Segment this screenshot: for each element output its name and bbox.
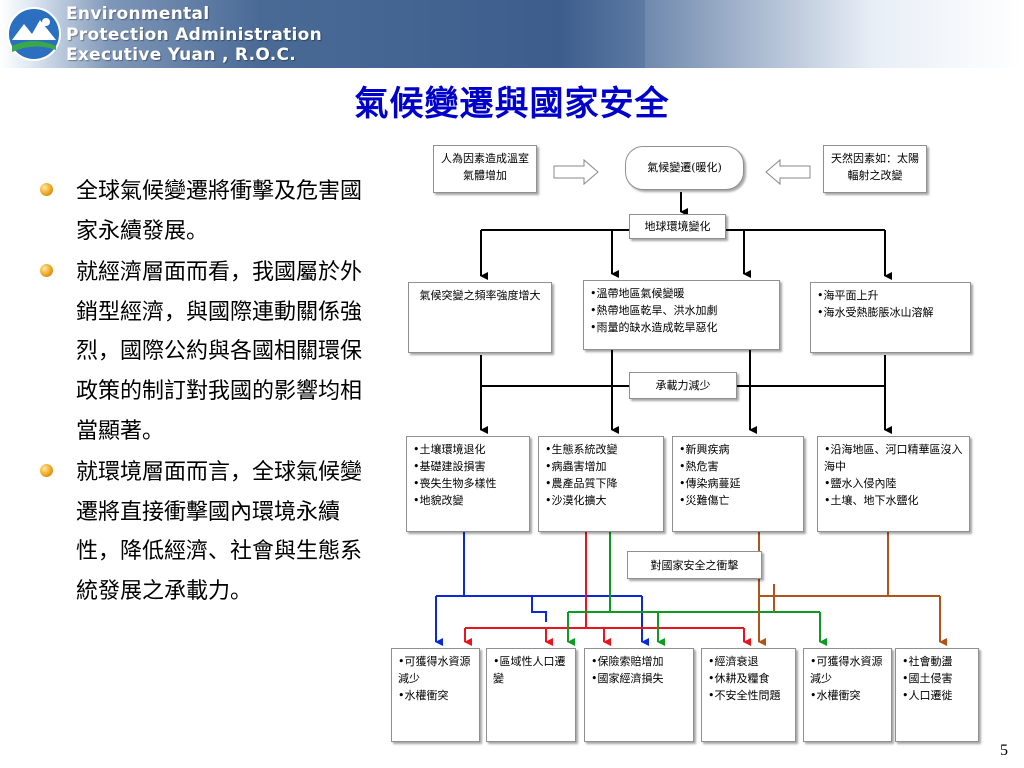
box-earth-environment-change: 地球環境變化: [629, 214, 726, 239]
box-item: •災難傷亡: [679, 494, 730, 507]
page-number: 5: [1000, 742, 1008, 759]
box-climate-change: 氣候變遷(暖化): [625, 146, 744, 190]
box-tier3-insurance: •保險索賠增加 •國家經濟損失: [584, 648, 694, 742]
bullet-list: 全球氣候變遷將衝擊及危害國家永續發展。 就經濟層面而看，我國屬於外銷型經濟，與國…: [40, 172, 370, 614]
box-item: •土壤、地下水鹽化: [824, 494, 919, 507]
box-item: •熱危害: [679, 460, 719, 473]
box-tier3-economy: •經濟衰退 •休耕及糧食 •不安全性問題: [701, 648, 796, 742]
box-human-factors: 人為因素造成溫室氣體增加: [433, 145, 537, 193]
bullet-item: 就經濟層面而看，我國屬於外銷型經濟，與國際連動關係強烈，國際公約與各國相關環保政…: [40, 253, 370, 451]
bullet-item: 就環境層面而言，全球氣候變遷將直接衝擊國內環境永續性，降低經濟、社會與生態系統發…: [40, 453, 370, 611]
header-fade: [645, 0, 1024, 68]
box-item: •病蟲害增加: [545, 460, 607, 473]
box-item: •國土侵害: [902, 672, 953, 685]
box-text: 氣候變遷(暖化): [647, 161, 722, 174]
box-text: 天然因素如：太陽輻射之改變: [831, 152, 919, 182]
box-text: 對國家安全之衝擊: [650, 559, 739, 572]
bullet-icon: [40, 464, 53, 478]
box-text: 人為因素造成溫室氣體增加: [441, 152, 529, 182]
box-item: •土壤環境退化: [413, 443, 486, 456]
box-item: •鹽水入侵內陸: [824, 477, 897, 490]
org-line-3: Executive Yuan , R.O.C.: [66, 45, 297, 65]
organization-name: Environmental Protection Administration …: [66, 4, 322, 66]
bullet-text: 就環境層面而言，全球氣候變遷將直接衝擊國內環境永續性，降低經濟、社會與生態系統發…: [76, 460, 363, 604]
hollow-arrow-left: [553, 158, 599, 186]
box-item: •可獲得水資源減少: [398, 655, 471, 685]
epa-logo-icon: [7, 7, 61, 61]
box-tier1-extreme-weather: 氣候突變之頻率強度增大: [408, 282, 552, 353]
box-item: •傳染病蔓延: [679, 477, 741, 490]
box-tier1-regional-climate: •溫帶地區氣候變暖 •熱帶地區乾旱、洪水加劇 •雨量的缺水造成乾旱惡化: [583, 280, 780, 350]
box-item: •生態系統改變: [545, 443, 618, 456]
box-tier2-land: •土壤環境退化 •基礎建設損害 •喪失生物多樣性 •地貌改變: [406, 436, 530, 532]
box-tier3-society: •社會動盪 •國土侵害 •人口遷徙: [895, 648, 979, 742]
box-item: •休耕及糧食: [708, 672, 770, 685]
box-tier2-coastal: •沿海地區、河口精華區沒入海中 •鹽水入侵內陸 •土壤、地下水鹽化: [817, 436, 970, 532]
header-band: [0, 0, 645, 68]
header-banner: Environmental Protection Administration …: [0, 0, 1024, 70]
box-item: •不安全性問題: [708, 689, 781, 702]
box-item: •人口遷徙: [902, 689, 953, 702]
box-text: 地球環境變化: [644, 220, 711, 233]
hollow-arrow-right: [765, 158, 811, 186]
box-item: •雨量的缺水造成乾旱惡化: [590, 321, 718, 334]
box-tier2-health: •新興疾病 •熱危害 •傳染病蔓延 •災難傷亡: [672, 436, 804, 532]
box-item: •海平面上升: [817, 289, 879, 302]
box-tier3-population: •區域性人口遷變: [486, 648, 576, 742]
box-text: 氣候突變之頻率強度增大: [419, 289, 541, 302]
box-item: •可獲得水資源減少: [810, 655, 883, 685]
box-item: •水權衝突: [810, 689, 861, 702]
bullet-icon: [40, 183, 53, 196]
box-item: •地貌改變: [413, 494, 464, 507]
box-tier3-water-rights: •可獲得水資源減少 •水權衝突: [803, 648, 892, 742]
box-tier2-ecosystem: •生態系統改變 •病蟲害增加 •農產品質下降 •沙漠化擴大: [538, 436, 664, 532]
box-item: •沿海地區、河口精華區沒入海中: [824, 443, 963, 473]
box-item: •社會動盪: [902, 655, 953, 668]
box-item: •基礎建設損害: [413, 460, 486, 473]
box-national-security-impact: 對國家安全之衝擊: [627, 551, 762, 579]
box-natural-factors: 天然因素如：太陽輻射之改變: [823, 145, 927, 193]
box-tier1-sea-level: •海平面上升 •海水受熱膨脹冰山溶解: [810, 282, 971, 353]
box-item: •區域性人口遷變: [493, 655, 566, 685]
bullet-item: 全球氣候變遷將衝擊及危害國家永續發展。: [40, 172, 370, 251]
box-item: •國家經濟損失: [591, 672, 664, 685]
box-tier3-water: •可獲得水資源減少 •水權衝突: [391, 648, 480, 742]
box-item: •農產品質下降: [545, 477, 618, 490]
bullet-icon: [40, 264, 53, 278]
box-item: •熱帶地區乾旱、洪水加劇: [590, 304, 718, 317]
org-line-1: Environmental: [66, 4, 210, 24]
bullet-text: 就經濟層面而看，我國屬於外銷型經濟，與國際連動關係強烈，國際公約與各國相關環保政…: [76, 260, 363, 444]
box-text: 承載力減少: [655, 379, 711, 392]
box-item: •海水受熱膨脹冰山溶解: [817, 306, 934, 319]
box-item: •新興疾病: [679, 443, 730, 456]
box-item: •沙漠化擴大: [545, 494, 607, 507]
org-line-2: Protection Administration: [66, 24, 323, 45]
box-item: •喪失生物多樣性: [413, 477, 497, 490]
box-item: •經濟衰退: [708, 655, 759, 668]
box-item: •保險索賠增加: [591, 655, 664, 668]
box-item: •水權衝突: [398, 689, 449, 702]
box-capacity-reduction: 承載力減少: [629, 372, 737, 399]
bullet-text: 全球氣候變遷將衝擊及危害國家永續發展。: [76, 179, 363, 244]
slide-title: 氣候變遷與國家安全: [354, 84, 670, 124]
box-item: •溫帶地區氣候變暖: [590, 287, 685, 300]
